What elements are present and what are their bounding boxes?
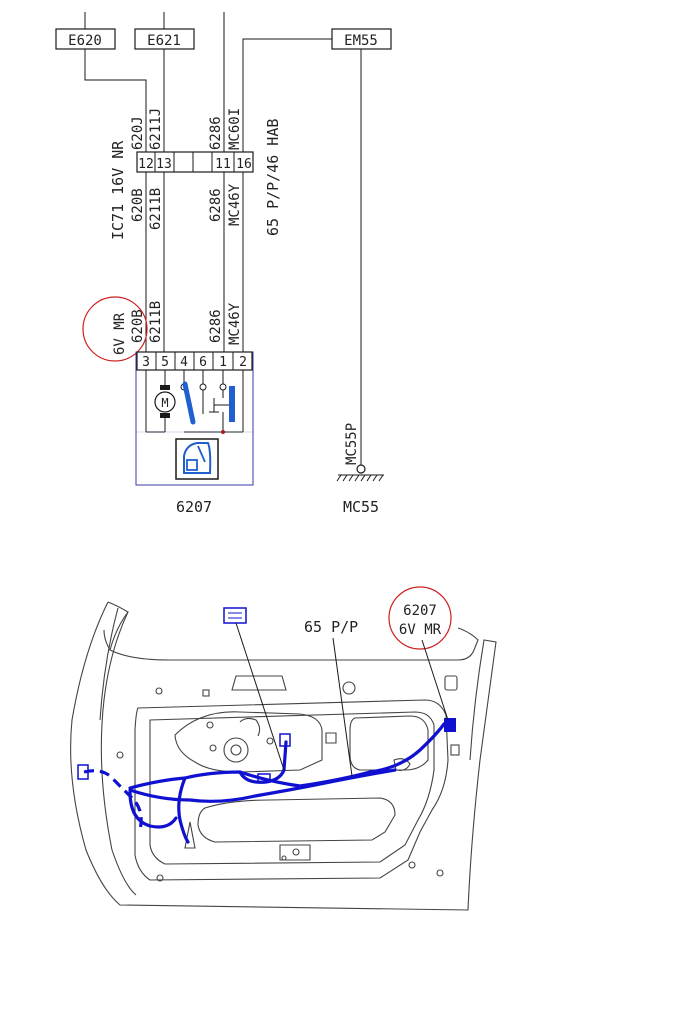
wire-label-top-4: MC60I	[227, 108, 243, 150]
callout-6207-id: 6207	[403, 603, 437, 619]
connector-ic71: 12 13 11 16	[136, 151, 254, 173]
contact-icon	[184, 370, 244, 434]
connector-e620: E620	[55, 28, 116, 50]
component-pin-5: 1	[219, 355, 227, 370]
motor-symbol: M	[161, 396, 168, 410]
connector-e621-label: E621	[147, 33, 181, 49]
wire-label-bottom-4: MC46Y	[227, 183, 243, 226]
wire-label-top-1: 620J	[130, 116, 146, 150]
connector-em55: EM55	[331, 28, 392, 50]
callout-6207-conn: 6V MR	[399, 622, 442, 638]
wire-label-top-2: 6211J	[148, 108, 164, 150]
component-pin-2: 5	[161, 355, 169, 370]
ic71-pin-4: 11	[215, 157, 231, 172]
wire-label-bottom-1: 620B	[130, 188, 146, 222]
highlight-circle	[82, 296, 148, 362]
wire-label-bottom-3: 6286	[208, 188, 224, 222]
wiring-harness	[77, 718, 456, 844]
lower-wire-label-2: 6211B	[148, 301, 164, 343]
lower-wire-label-3: 6286	[208, 309, 224, 343]
ground-wire-label: MC55P	[344, 423, 360, 465]
connector-e620-label: E620	[68, 33, 102, 49]
lower-wire-label-1: 620B	[130, 309, 146, 343]
marked-connector-label: 6V MR	[112, 312, 128, 355]
component-6207: 3 5 4 6 1 2 M	[135, 351, 254, 486]
wire-label-top-3: 6286	[208, 116, 224, 150]
callout-leader-6207	[421, 639, 449, 721]
callout-65-label: 65 P/P	[304, 618, 358, 636]
switch-icon	[180, 370, 207, 425]
lower-wire-label-4: MC46Y	[227, 302, 243, 345]
component-pin-3: 4	[180, 355, 188, 370]
component-pin-6: 2	[239, 355, 247, 370]
connector-65-name: 65 P/P/46 HAB	[264, 119, 282, 236]
ground-icon	[336, 464, 384, 482]
door-panel	[70, 601, 497, 911]
ic71-name: IC71 16V NR	[109, 140, 127, 240]
component-flag-icon	[223, 607, 247, 624]
door-icon	[175, 438, 219, 480]
connector-em55-label: EM55	[344, 33, 378, 49]
callout-circle-6207	[388, 586, 452, 650]
connector-e621: E621	[134, 28, 195, 50]
wire-label-bottom-2: 6211B	[148, 188, 164, 230]
component-pin-4: 6	[199, 355, 207, 370]
callout-leader-flag	[235, 622, 285, 771]
callout-leader-65	[332, 637, 353, 777]
component-id: 6207	[176, 498, 212, 516]
ground-id: MC55	[343, 498, 379, 516]
motor-icon: M	[145, 370, 176, 433]
ic71-pin-1: 12	[138, 157, 154, 172]
ic71-pin-5: 16	[236, 157, 252, 172]
ic71-pin-2: 13	[156, 157, 172, 172]
component-pin-1: 3	[142, 355, 150, 370]
